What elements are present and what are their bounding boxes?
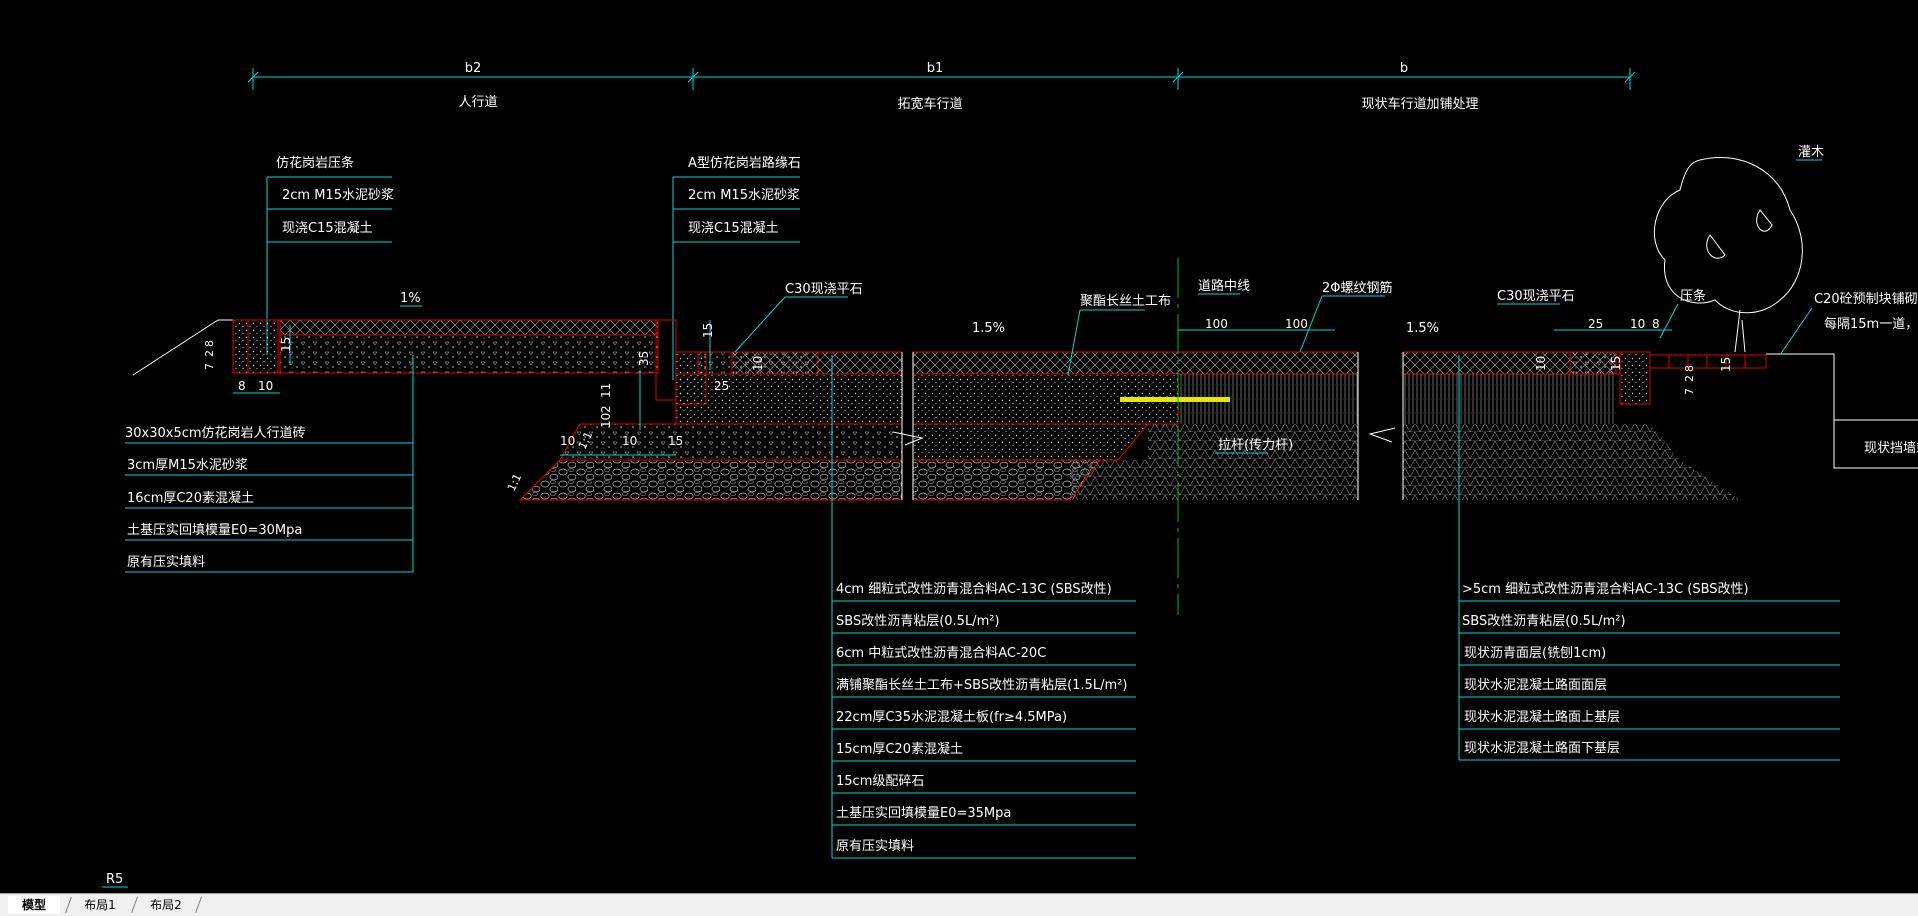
legend-left-item-1: 30x30x5cm仿花岗岩人行道砖 xyxy=(125,425,306,441)
legend-mid-item-4: 满铺聚酯长丝土工布+SBS改性沥青粘层(1.5L/m²) xyxy=(836,678,1127,693)
pavement-section xyxy=(518,258,1918,615)
legend-left-lines xyxy=(125,355,414,573)
dim-10-a: 10 xyxy=(1630,317,1645,331)
callout-middle-line-1: A型仿花岗岩路缘石 xyxy=(688,155,801,171)
dim-7: 7 xyxy=(203,363,216,370)
dim-10-r: 10 xyxy=(1534,356,1548,371)
label-steel-bar: 2Φ螺纹钢筋 xyxy=(1322,280,1393,296)
label-existing-wall: 现状挡墙或坡 xyxy=(1864,441,1918,456)
dim-7-r: 7 xyxy=(1683,388,1696,395)
legend-right-item-4: 现状水泥混凝土路面面层 xyxy=(1464,677,1607,693)
callout-left-line-1: 仿花岗岩压条 xyxy=(276,155,354,171)
zone-label-widened: 拓宽车行道 xyxy=(897,96,962,112)
leader-right-note xyxy=(1779,307,1813,356)
dim-15-r: 15 xyxy=(1609,356,1623,371)
legend-mid-item-3: 6cm 中粒式改性沥青混合料AC-20C xyxy=(836,646,1046,661)
label-curb-flat-1: C30现浇平石 xyxy=(785,282,863,297)
tab-separator xyxy=(131,897,138,913)
tab-separator xyxy=(195,897,202,913)
dim-35: 35 xyxy=(637,351,651,366)
slope-ratio-a: 1:1 xyxy=(505,472,524,494)
label-tree: 灌木 xyxy=(1798,145,1824,160)
legend-left-item-2: 3cm厚M15水泥砂浆 xyxy=(127,458,248,473)
tab-layout1[interactable]: 布局1 xyxy=(84,898,116,912)
label-right-note-2: 每隔15m一道，宽度0. xyxy=(1824,316,1918,332)
callout-left-line-2: 2cm M15水泥砂浆 xyxy=(282,188,394,203)
callout-middle-line-3: 现浇C15混凝土 xyxy=(688,220,779,236)
legend-mid-item-1: 4cm 细粒式改性沥青混合料AC-13C (SBS改性) xyxy=(836,582,1112,597)
dim-15-c: 15 xyxy=(1719,357,1733,372)
dim-2-r: 2 xyxy=(1683,375,1696,382)
dim-15-b: 15 xyxy=(701,323,715,338)
legend-right-lines xyxy=(1458,355,1840,761)
dim-15-a: 15 xyxy=(279,337,293,352)
dim-11: 11 xyxy=(599,383,613,398)
legend-mid-lines xyxy=(831,355,1136,859)
leader-curb-flat-1b xyxy=(734,296,786,353)
slope-label-existing: 1.5% xyxy=(1406,321,1439,336)
r5-label: R5 xyxy=(106,872,123,887)
dim-8-r: 8 xyxy=(1683,365,1696,372)
leader-geotextile-b xyxy=(1067,309,1081,376)
label-curb-flat-2: C30现浇平石 xyxy=(1497,289,1575,304)
tab-model[interactable]: 模型 xyxy=(8,896,60,914)
leader-steel-bar-b xyxy=(1299,295,1323,353)
label-geotextile: 聚酯长丝土工布 xyxy=(1080,294,1171,309)
slope-label-sidewalk: 1% xyxy=(400,291,421,306)
legend-right-item-2: SBS改性沥青粘层(0.5L/m²) xyxy=(1462,614,1626,629)
width-label-b2: b2 xyxy=(465,61,482,76)
layout-tab-bar: 模型 布局1 布局2 xyxy=(0,893,1918,916)
slope-label-widened: 1.5% xyxy=(972,321,1005,336)
dim-8-a: 8 xyxy=(1652,317,1660,331)
legend-right-item-5: 现状水泥混凝土路面上基层 xyxy=(1464,709,1620,725)
legend-left-item-4: 土基压实回填模量E0=30Mpa xyxy=(127,523,302,538)
sidewalk-section xyxy=(132,319,677,401)
legend-mid-item-6: 15cm厚C20素混凝土 xyxy=(836,741,963,757)
tree-symbol xyxy=(1653,156,1803,353)
dim-8-b: 8 xyxy=(238,379,246,393)
tab-layout2[interactable]: 布局2 xyxy=(150,898,182,912)
legend-mid-item-2: SBS改性沥青粘层(0.5L/m²) xyxy=(836,614,1000,629)
dim-2: 2 xyxy=(599,405,613,413)
dim-10-e: 10 xyxy=(599,413,613,428)
legend-mid-item-8: 土基压实回填模量E0=35Mpa xyxy=(836,806,1011,821)
legend-mid-item-9: 原有压实填料 xyxy=(836,839,914,854)
legend-left-item-5: 原有压实填料 xyxy=(127,555,205,570)
callout-middle-lines xyxy=(672,176,800,380)
dim-8-c: 8 xyxy=(203,340,216,347)
existing-wall-box xyxy=(1833,419,1918,469)
dim-2-b: 2 xyxy=(203,350,216,357)
tab-separator xyxy=(65,897,72,913)
dimension-lines xyxy=(233,320,1672,456)
dim-100-b: 100 xyxy=(1285,317,1308,331)
label-tie-bar: 拉杆(传力杆) xyxy=(1218,438,1293,453)
dim-25-b: 25 xyxy=(714,379,729,393)
legend-right-item-6: 现状水泥混凝土路面下基层 xyxy=(1464,740,1620,756)
cad-drawing-canvas[interactable]: b2 b1 b 人行道 拓宽车行道 现状车行道加铺处理 仿花岗岩压条 2cm M… xyxy=(0,0,1918,893)
legend-mid-item-7: 15cm级配碎石 xyxy=(836,774,924,789)
legend-mid-item-5: 22cm厚C35水泥混凝土板(fr≥4.5MPa) xyxy=(836,709,1067,725)
dim-10-c: 10 xyxy=(560,434,575,448)
legend-right-item-3: 现状沥青面层(铣刨1cm) xyxy=(1464,646,1606,661)
label-right-note-1: C20砼预制块铺砌，接入现 xyxy=(1814,291,1918,307)
dim-100-a: 100 xyxy=(1205,317,1228,331)
dim-15-d: 15 xyxy=(668,434,683,448)
top-width-dimension xyxy=(247,68,1636,90)
width-label-b: b xyxy=(1400,61,1408,76)
zone-label-sidewalk: 人行道 xyxy=(458,95,497,110)
zone-label-existing: 现状车行道加铺处理 xyxy=(1361,96,1478,112)
label-press-strip: 压条 xyxy=(1680,288,1706,304)
dim-25-a: 25 xyxy=(1588,317,1603,331)
dim-10-d: 10 xyxy=(622,434,637,448)
label-centerline: 道路中线 xyxy=(1198,278,1250,294)
legend-left-item-3: 16cm厚C20素混凝土 xyxy=(127,490,254,506)
callout-left-line-3: 现浇C15混凝土 xyxy=(282,220,373,236)
callout-middle-line-2: 2cm M15水泥砂浆 xyxy=(688,188,800,203)
dim-10-b: 10 xyxy=(751,356,765,371)
width-label-b1: b1 xyxy=(927,61,944,76)
dim-10-f: 10 xyxy=(258,379,273,393)
leader-press-strip xyxy=(1659,303,1679,339)
legend-right-item-1: >5cm 细粒式改性沥青混合料AC-13C (SBS改性) xyxy=(1462,582,1749,597)
